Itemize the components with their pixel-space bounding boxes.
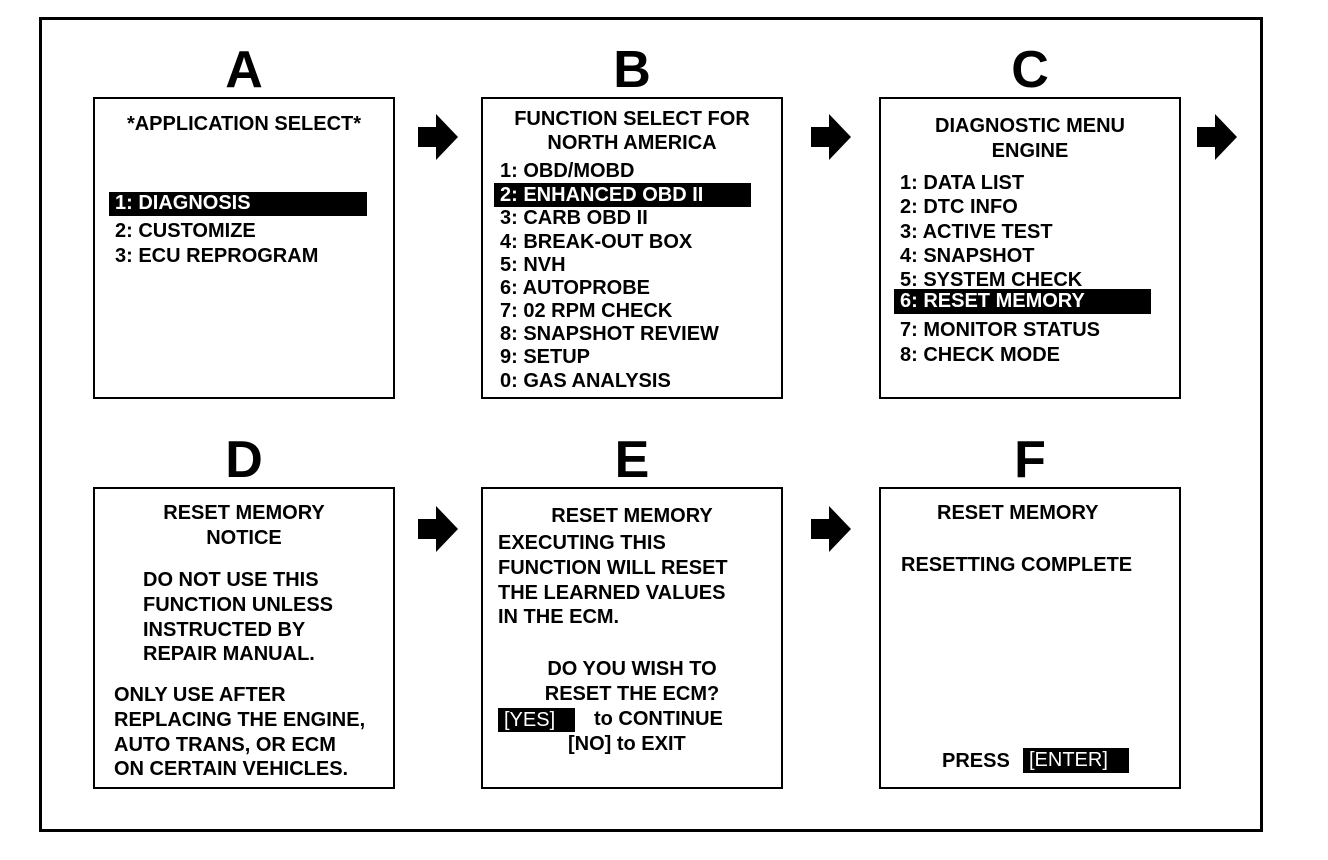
menu-item-check-mode[interactable]: 8: CHECK MODE bbox=[900, 344, 1061, 366]
continue-text: to CONTINUE bbox=[594, 708, 723, 730]
question-line-1: DO YOU WISH TO bbox=[547, 658, 717, 680]
panel-b-title-line-2: NORTH AMERICA bbox=[547, 132, 717, 154]
panel-c-title-line-1: DIAGNOSTIC MENU bbox=[935, 115, 1125, 137]
body-line-3: THE LEARNED VALUES bbox=[498, 582, 726, 604]
menu-item-monitor-status[interactable]: 7: MONITOR STATUS bbox=[900, 319, 1100, 341]
panel-d-reset-notice: RESET MEMORY NOTICE DO NOT USE THIS FUNC… bbox=[93, 487, 395, 789]
panel-a-selection-highlight bbox=[109, 192, 367, 216]
right-arrow-icon bbox=[418, 114, 458, 160]
panel-a-title: *APPLICATION SELECT* bbox=[126, 113, 362, 135]
panel-a-application-select: *APPLICATION SELECT* 1: DIAGNOSIS 2: CUS… bbox=[93, 97, 395, 399]
panel-c-selection-highlight bbox=[894, 289, 1151, 314]
menu-item-system-check[interactable]: 5: SYSTEM CHECK bbox=[900, 269, 1083, 291]
menu-item-data-list[interactable]: 1: DATA LIST bbox=[900, 172, 1025, 194]
panel-f-title: RESET MEMORY bbox=[937, 502, 1099, 524]
menu-item-gas-analysis[interactable]: 0: GAS ANALYSIS bbox=[500, 370, 671, 392]
menu-item-snapshot-review[interactable]: 8: SNAPSHOT REVIEW bbox=[500, 323, 719, 345]
notice-line-1: DO NOT USE THIS bbox=[143, 569, 319, 591]
menu-item-dtc-info[interactable]: 2: DTC INFO bbox=[900, 196, 1018, 218]
menu-item-autoprobe[interactable]: 6: AUTOPROBE bbox=[500, 277, 651, 299]
panel-c-letter: C bbox=[1011, 41, 1049, 99]
menu-item-reset-memory[interactable]: 6: RESET MEMORY bbox=[900, 290, 1085, 312]
menu-item-customize[interactable]: 2: CUSTOMIZE bbox=[115, 220, 256, 242]
right-arrow-icon bbox=[811, 506, 851, 552]
panel-e-reset-confirm: RESET MEMORY EXECUTING THIS FUNCTION WIL… bbox=[481, 487, 783, 789]
question-line-2: RESET THE ECM? bbox=[544, 683, 720, 705]
panel-c-diagnostic-menu: DIAGNOSTIC MENU ENGINE 1: DATA LIST 2: D… bbox=[879, 97, 1181, 399]
menu-item-obd-mobd[interactable]: 1: OBD/MOBD bbox=[500, 160, 635, 182]
panel-b-title-line-1: FUNCTION SELECT FOR bbox=[514, 108, 750, 130]
enter-key-highlight bbox=[1023, 748, 1129, 773]
info-line-4: ON CERTAIN VEHICLES. bbox=[114, 758, 349, 780]
menu-item-diagnosis[interactable]: 1: DIAGNOSIS bbox=[115, 192, 251, 214]
body-line-1: EXECUTING THIS bbox=[498, 532, 666, 554]
menu-item-enhanced-obd-ii[interactable]: 2: ENHANCED OBD II bbox=[500, 184, 704, 206]
diagram-frame bbox=[39, 17, 1263, 832]
panel-a-letter: A bbox=[225, 41, 263, 99]
panel-b-function-select: FUNCTION SELECT FOR NORTH AMERICA 1: OBD… bbox=[481, 97, 783, 399]
panel-d-title-line-2: NOTICE bbox=[206, 527, 282, 549]
panel-f-reset-complete: RESET MEMORY RESETTING COMPLETE PRESS [E… bbox=[879, 487, 1181, 789]
notice-line-3: INSTRUCTED BY bbox=[143, 619, 306, 641]
yes-key-highlight bbox=[498, 708, 575, 732]
resetting-complete-text: RESETTING COMPLETE bbox=[901, 554, 1133, 576]
notice-line-4: REPAIR MANUAL. bbox=[143, 643, 315, 665]
menu-item-02-rpm-check[interactable]: 7: 02 RPM CHECK bbox=[500, 300, 673, 322]
enter-button[interactable]: [ENTER] bbox=[1029, 749, 1108, 771]
info-line-3: AUTO TRANS, OR ECM bbox=[114, 734, 336, 756]
panel-e-title: RESET MEMORY bbox=[551, 505, 713, 527]
menu-item-carb-obd-ii[interactable]: 3: CARB OBD II bbox=[500, 207, 648, 229]
panel-b-selection-highlight bbox=[494, 183, 751, 207]
no-exit-text[interactable]: [NO] to EXIT bbox=[568, 733, 686, 755]
panel-f-letter: F bbox=[1014, 431, 1046, 489]
menu-item-ecu-reprogram[interactable]: 3: ECU REPROGRAM bbox=[115, 245, 319, 267]
right-arrow-icon bbox=[418, 506, 458, 552]
panel-c-title-line-2: ENGINE bbox=[991, 140, 1069, 162]
panel-d-title-line-1: RESET MEMORY bbox=[163, 502, 325, 524]
right-arrow-icon bbox=[811, 114, 851, 160]
panel-d-letter: D bbox=[225, 431, 263, 489]
panel-e-letter: E bbox=[614, 431, 650, 489]
panel-b-letter: B bbox=[613, 41, 651, 99]
notice-line-2: FUNCTION UNLESS bbox=[143, 594, 333, 616]
right-arrow-icon bbox=[1197, 114, 1237, 160]
info-line-2: REPLACING THE ENGINE, bbox=[114, 709, 366, 731]
body-line-4: IN THE ECM. bbox=[498, 606, 620, 628]
menu-item-nvh[interactable]: 5: NVH bbox=[500, 254, 566, 276]
menu-item-snapshot[interactable]: 4: SNAPSHOT bbox=[900, 245, 1035, 267]
press-label: PRESS bbox=[942, 750, 1010, 772]
menu-item-break-out-box[interactable]: 4: BREAK-OUT BOX bbox=[500, 231, 693, 253]
menu-item-active-test[interactable]: 3: ACTIVE TEST bbox=[900, 221, 1053, 243]
yes-button[interactable]: [YES] bbox=[504, 709, 556, 731]
body-line-2: FUNCTION WILL RESET bbox=[498, 557, 728, 579]
menu-item-setup[interactable]: 9: SETUP bbox=[500, 346, 591, 368]
info-line-1: ONLY USE AFTER bbox=[114, 684, 286, 706]
